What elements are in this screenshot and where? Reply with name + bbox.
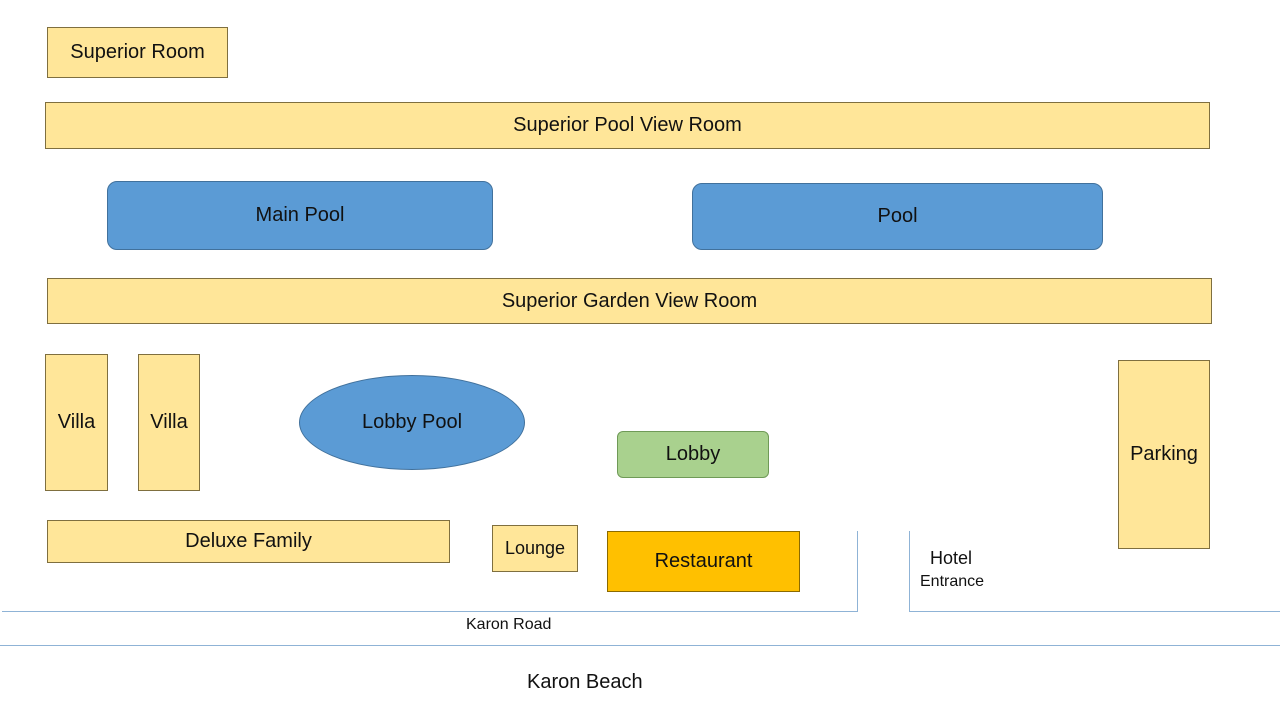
lobby-label: Lobby (665, 443, 721, 465)
lounge-block: Lounge (492, 525, 578, 572)
pool-block: Pool (692, 183, 1103, 250)
entrance-right-line (909, 531, 910, 612)
deluxe-family-label: Deluxe Family (185, 530, 312, 552)
lobby-pool-block: Lobby Pool (299, 375, 525, 470)
lounge-label: Lounge (504, 538, 566, 558)
deluxe-family-block: Deluxe Family (47, 520, 450, 563)
main-pool-label: Main Pool (255, 204, 345, 226)
road-top-line-left (2, 611, 858, 612)
villa-block-1: Villa (45, 354, 108, 491)
road-bottom-line (0, 645, 1280, 646)
pool-label: Pool (877, 205, 918, 227)
karon-road-label: Karon Road (466, 616, 552, 633)
hotel-entrance-label-line2: Entrance (920, 573, 985, 590)
villa-block-2: Villa (138, 354, 200, 491)
superior-pool-view-room-block: Superior Pool View Room (45, 102, 1210, 149)
lobby-block: Lobby (617, 431, 769, 478)
entrance-left-line (857, 531, 858, 612)
superior-garden-view-room-label: Superior Garden View Room (501, 289, 758, 312)
karon-beach-label: Karon Beach (527, 671, 643, 693)
villa-label-1: Villa (57, 411, 96, 433)
road-top-line-right (909, 611, 1280, 612)
lobby-pool-label: Lobby Pool (361, 411, 463, 433)
hotel-entrance-label-line1: Hotel (930, 548, 973, 568)
parking-label: Parking (1130, 443, 1198, 465)
parking-block: Parking (1118, 360, 1210, 549)
restaurant-block: Restaurant (607, 531, 800, 592)
main-pool-block: Main Pool (107, 181, 493, 250)
superior-garden-view-room-block: Superior Garden View Room (47, 278, 1212, 324)
restaurant-label: Restaurant (654, 550, 753, 572)
superior-pool-view-room-label: Superior Pool View Room (513, 114, 742, 136)
superior-room-label: Superior Room (70, 41, 205, 63)
superior-room-block: Superior Room (47, 27, 228, 78)
villa-label-2: Villa (150, 411, 188, 433)
